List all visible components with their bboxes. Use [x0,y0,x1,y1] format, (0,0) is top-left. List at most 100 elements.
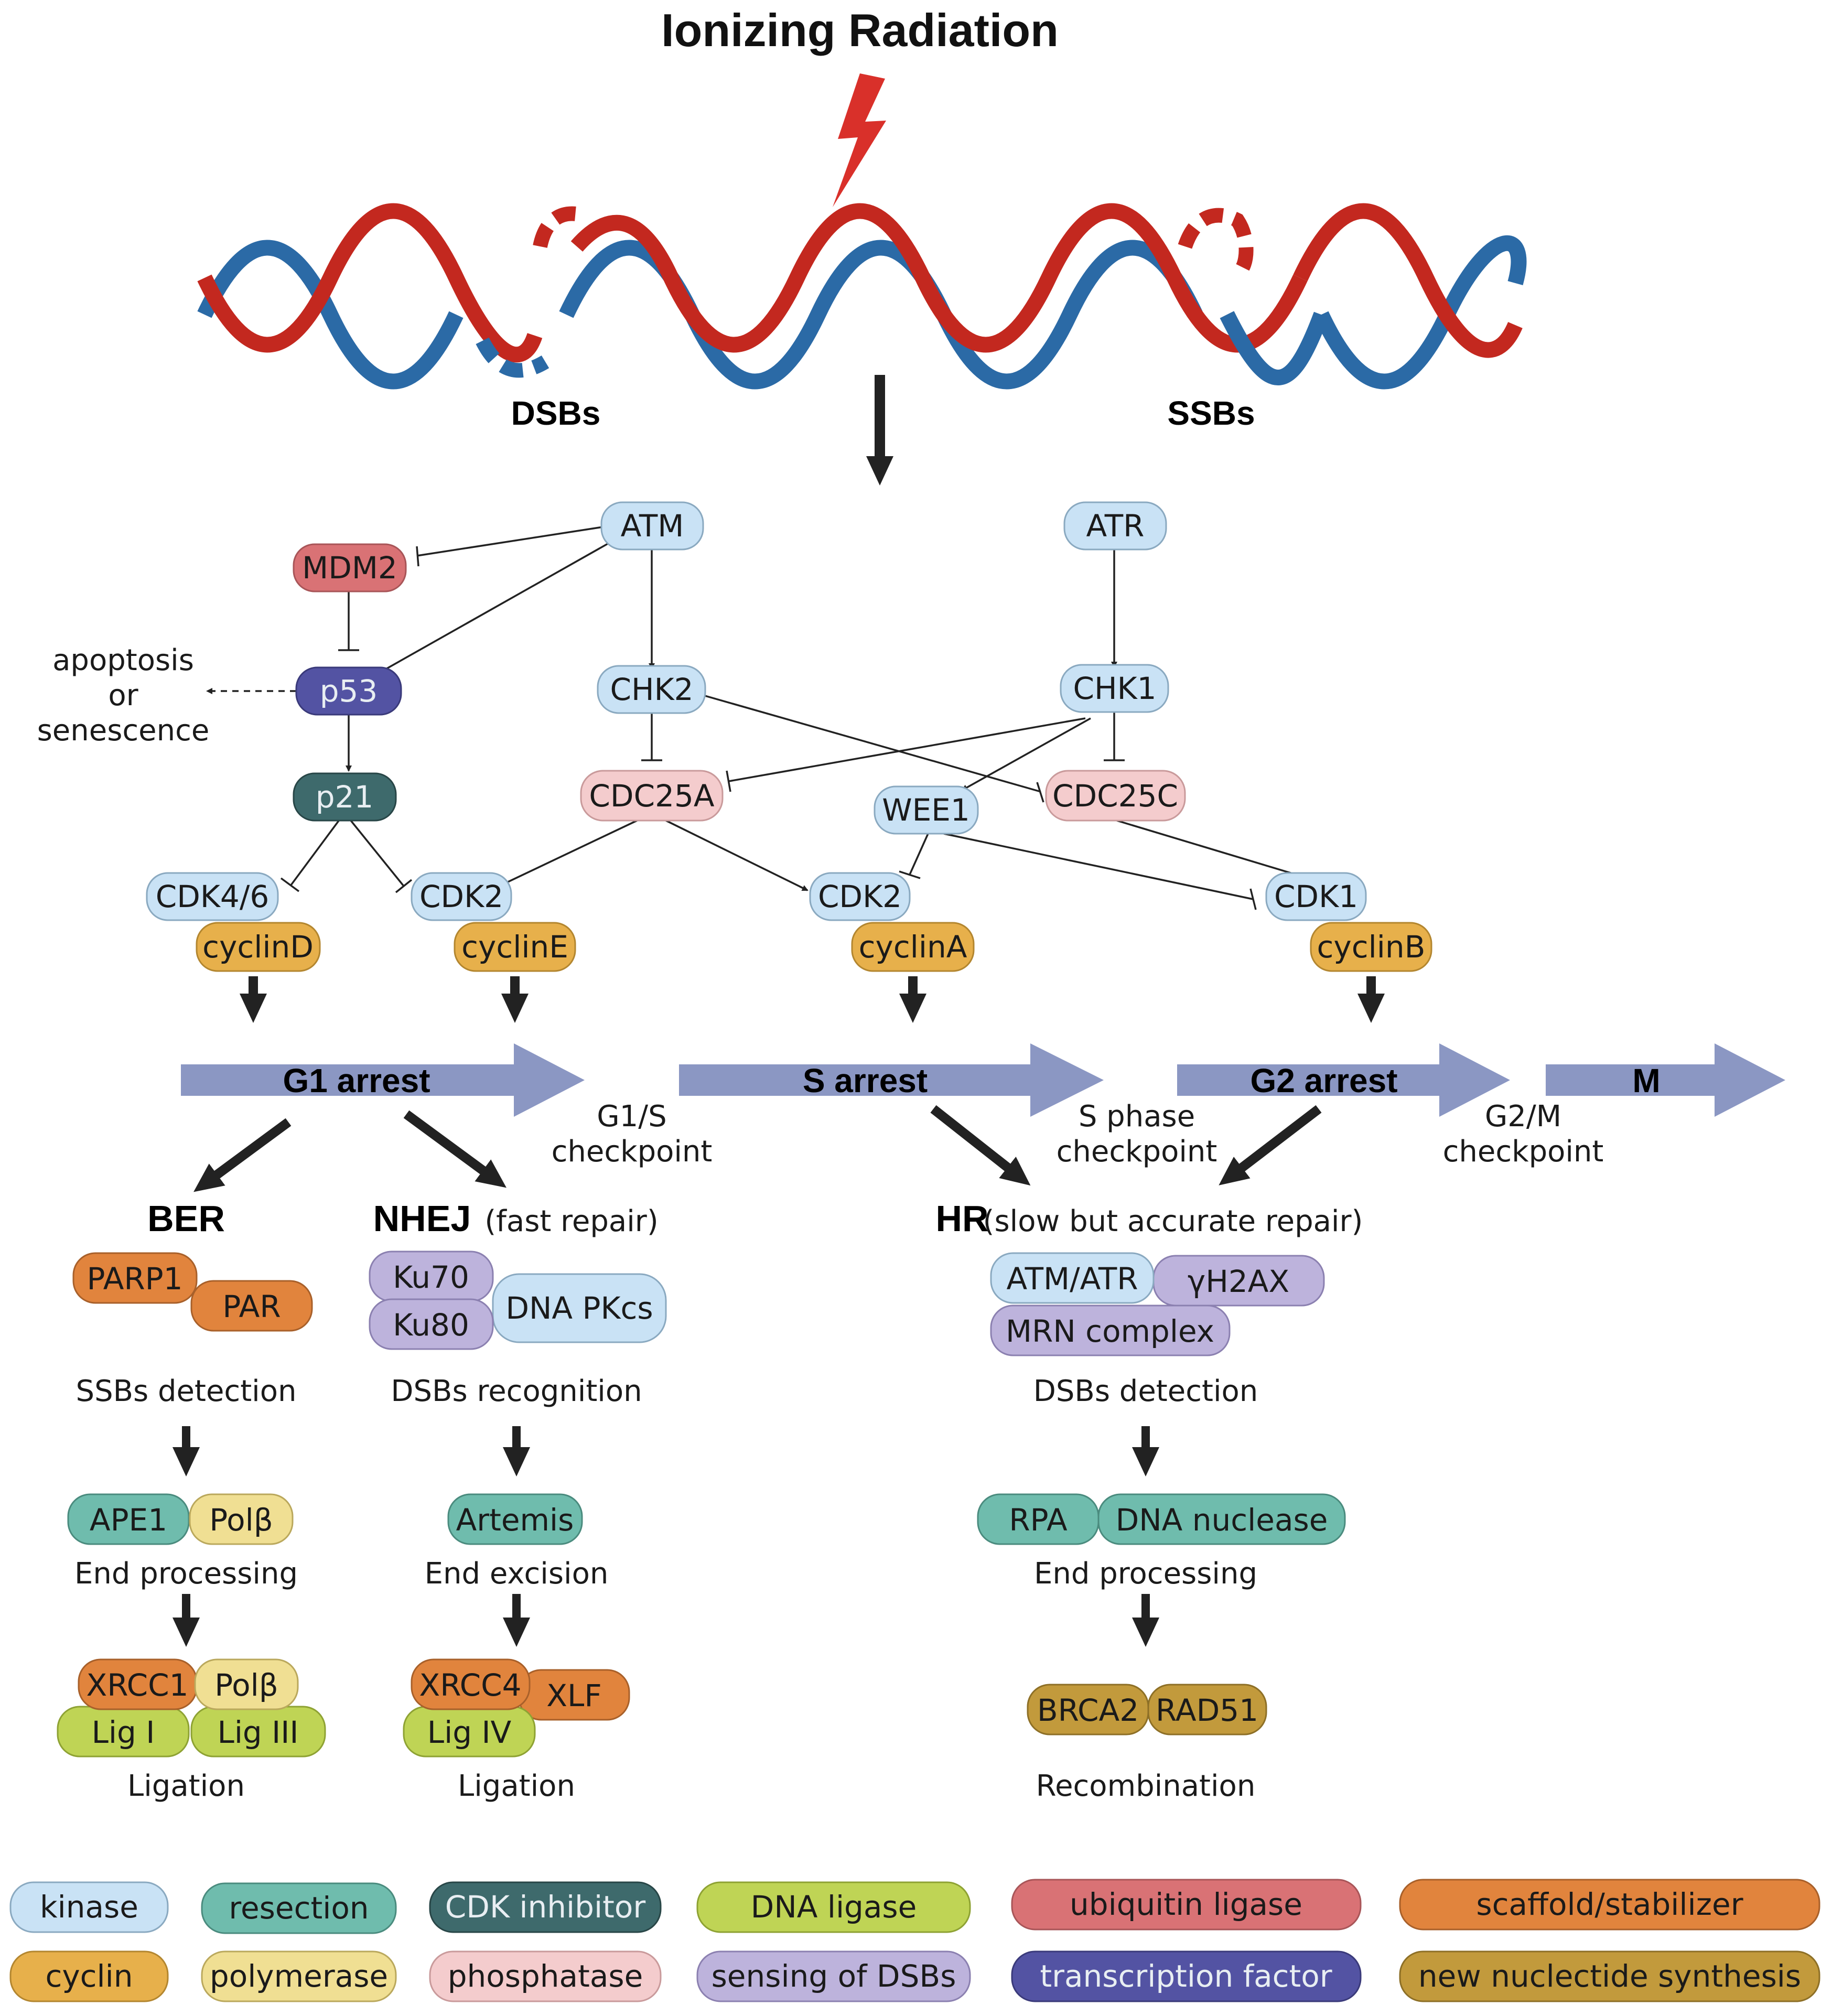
svg-text:BRCA2: BRCA2 [1037,1692,1139,1728]
svg-text:CDK2: CDK2 [419,879,503,914]
svg-text:ubiquitin ligase: ubiquitin ligase [1070,1886,1302,1922]
phase-arrow-s [679,1043,1104,1117]
svg-text:G1/S: G1/S [597,1099,666,1134]
node-ku70: Ku70 [369,1250,494,1302]
apoptosis-label: apoptosis or senescence [37,643,210,748]
svg-text:G2/M: G2/M [1485,1099,1561,1134]
svg-text:new nuclectide synthesis: new nuclectide synthesis [1418,1958,1801,1994]
node-ape1: APE1 [67,1493,190,1545]
svg-text:S phase: S phase [1079,1099,1195,1134]
node-lig3: Lig III [190,1706,326,1758]
svg-text:Ku80: Ku80 [393,1307,469,1343]
svg-text:APE1: APE1 [90,1502,167,1538]
legend-item-polymerase: polymerase [201,1950,397,2002]
svg-text:CHK1: CHK1 [1073,671,1156,706]
legend-item-kinase: kinase [9,1881,169,1933]
svg-text:DNA nuclease: DNA nuclease [1116,1502,1328,1538]
phase-s: S arrest [803,1062,928,1099]
svg-text:cyclinB: cyclinB [1317,929,1426,965]
node-rad51: RAD51 [1147,1684,1267,1735]
svg-text:CDK inhibitor: CDK inhibitor [445,1889,646,1925]
node-cdk2-mid: CDK2 [809,872,911,921]
svg-text:checkpoint: checkpoint [1443,1135,1604,1169]
dsb-label: DSBs [511,394,601,432]
svg-text:cyclinE: cyclinE [461,929,568,965]
svg-text:CDK1: CDK1 [1274,879,1358,914]
node-chk1: CHK1 [1060,664,1169,713]
checkpoint-g1s: G1/S checkpoint [552,1099,713,1169]
phase-arrows [240,976,1385,1023]
nhej-title: NHEJ [373,1198,471,1239]
node-polb-1: Polβ [189,1493,294,1545]
legend-item-cdk-inhibitor: CDK inhibitor [429,1881,662,1933]
node-atmatr: ATM/ATR [990,1252,1155,1304]
node-chk2: CHK2 [597,665,706,714]
node-cdk46: CDK4/6 [146,872,279,921]
hr-step1: DSBs detection [1033,1374,1258,1408]
node-atr: ATR [1063,501,1167,551]
node-dnapkcs: DNA PKcs [492,1273,667,1343]
node-h2ax: γH2AX [1152,1255,1325,1307]
hr-subtitle: (slow but accurate repair) [983,1204,1363,1238]
legend: kinase resection CDK inhibitor DNA ligas… [9,1879,1820,2002]
phase-m: M [1632,1062,1660,1099]
svg-text:p53: p53 [320,673,378,709]
node-p53: p53 [295,666,402,716]
svg-text:CDC25A: CDC25A [589,778,714,814]
svg-text:MDM2: MDM2 [302,550,397,586]
svg-text:or: or [108,678,138,713]
svg-text:senescence: senescence [37,714,210,748]
svg-text:CDC25C: CDC25C [1052,778,1178,814]
svg-text:RPA: RPA [1009,1502,1068,1538]
title: Ionizing Radiation [661,4,1059,56]
svg-text:XRCC4: XRCC4 [419,1667,521,1703]
node-cdc25c: CDC25C [1045,770,1186,822]
svg-text:CHK2: CHK2 [610,672,693,707]
node-artemis: Artemis [447,1493,583,1545]
svg-text:ATM/ATR: ATM/ATR [1006,1261,1138,1297]
svg-text:scaffold/stabilizer: scaffold/stabilizer [1476,1886,1743,1922]
node-mrn: MRN complex [990,1305,1231,1356]
phase-g1: G1 arrest [283,1062,430,1099]
node-p21: p21 [293,772,397,822]
svg-text:cyclinD: cyclinD [202,929,314,965]
ber-title: BER [147,1198,225,1239]
cell-cycle-bar [181,1043,1785,1117]
svg-text:cyclinA: cyclinA [859,929,967,965]
node-lig4: Lig IV [403,1706,536,1758]
repair-arrows [193,1105,1322,1192]
svg-text:Lig I: Lig I [92,1715,155,1750]
hr-step3: Recombination [1036,1769,1256,1803]
svg-text:p21: p21 [316,779,374,815]
hr-title: HR [935,1198,988,1239]
svg-text:apoptosis: apoptosis [52,643,194,677]
svg-text:ATR: ATR [1086,508,1145,544]
legend-item-dna-ligase: DNA ligase [696,1881,971,1933]
node-nuclease: DNA nuclease [1097,1493,1346,1545]
nhej-step3: Ligation [458,1769,575,1803]
svg-text:RAD51: RAD51 [1156,1692,1258,1728]
phase-arrow-g1 [181,1043,585,1117]
svg-text:CDK4/6: CDK4/6 [156,879,270,914]
node-cdc25a: CDC25A [580,770,724,822]
svg-text:transcription factor: transcription factor [1040,1958,1332,1994]
svg-text:MRN complex: MRN complex [1006,1313,1214,1349]
node-cdk1: CDK1 [1265,872,1367,921]
svg-text:Polβ: Polβ [209,1502,273,1538]
node-xrcc1: XRCC1 [78,1658,198,1710]
svg-text:cyclin: cyclin [45,1958,133,1994]
checkpoint-sphase: S phase checkpoint [1057,1099,1217,1169]
legend-item-cyclin: cyclin [9,1950,169,2002]
svg-text:Polβ: Polβ [214,1667,278,1703]
nhej-step2: End excision [425,1557,609,1591]
ber-step1: SSBs detection [76,1374,297,1408]
svg-text:checkpoint: checkpoint [552,1135,713,1169]
legend-item-scaffold: scaffold/stabilizer [1399,1879,1820,1931]
node-xlf: XLF [518,1669,630,1721]
svg-text:Lig IV: Lig IV [427,1715,512,1750]
node-lig1: Lig I [57,1706,190,1758]
node-polb-2: Polβ [194,1658,299,1710]
node-atm: ATM [600,501,704,551]
svg-text:γH2AX: γH2AX [1188,1264,1289,1299]
